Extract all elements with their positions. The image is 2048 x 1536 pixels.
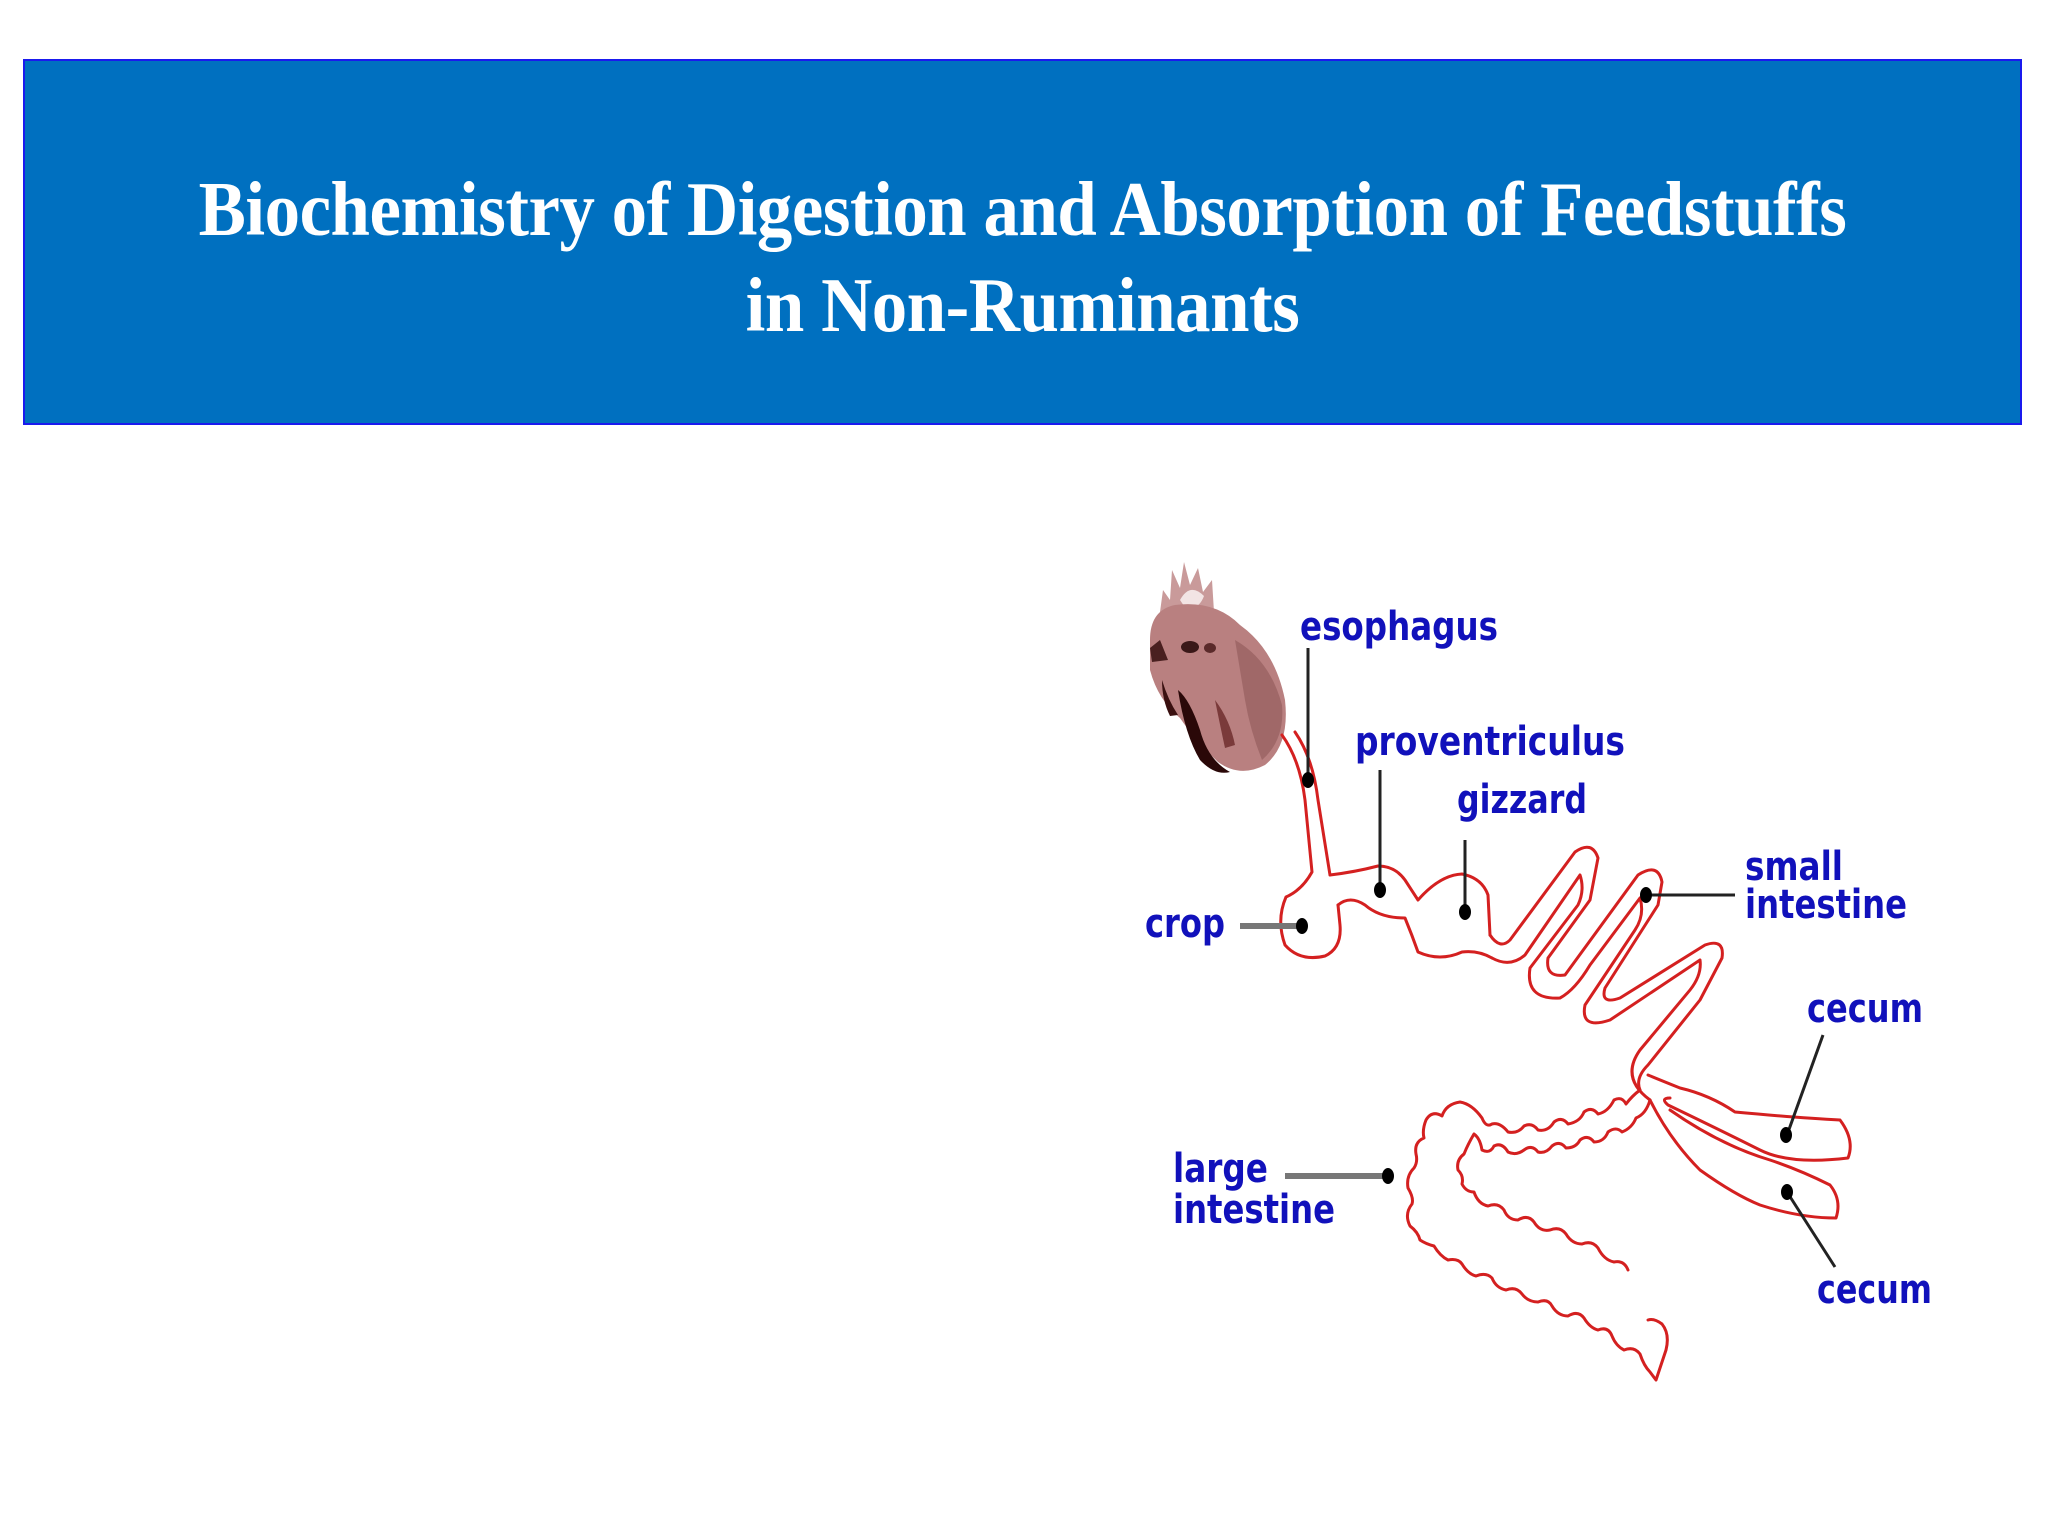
title-line-1: Biochemistry of Digestion and Absorption… [198, 166, 1847, 252]
digestive-tract-outline [1279, 730, 1852, 1382]
cecum-top-marker-icon [1780, 1127, 1792, 1143]
title-line-2: in Non-Ruminants [745, 262, 1300, 348]
label-proventriculus: proventriculus [1355, 719, 1625, 765]
cecum-bottom-marker-icon [1781, 1184, 1793, 1200]
title-banner: Biochemistry of Digestion and Absorption… [23, 59, 2022, 425]
label-small-intestine-line1: small [1745, 844, 1843, 890]
large-intestine-marker-icon [1382, 1168, 1394, 1184]
small-intestine-marker-icon [1640, 887, 1652, 903]
label-esophagus: esophagus [1300, 604, 1498, 650]
label-crop: crop [1145, 901, 1225, 947]
slide-title: Biochemistry of Digestion and Absorption… [25, 161, 2020, 353]
rooster-head-icon [1150, 562, 1286, 773]
label-cecum-bottom: cecum [1817, 1267, 1932, 1313]
label-small-intestine-line2: intestine [1745, 882, 1907, 928]
label-large-intestine-line2: intestine [1173, 1187, 1335, 1233]
esophagus-marker-icon [1302, 772, 1314, 788]
proventriculus-marker-icon [1374, 882, 1386, 898]
label-cecum-top: cecum [1807, 986, 1923, 1032]
label-large-intestine-line1: large [1173, 1146, 1268, 1192]
crop-marker-icon [1296, 918, 1308, 934]
organ-labels: esophagus proventriculus gizzard crop sm… [1145, 604, 1932, 1313]
label-gizzard: gizzard [1457, 777, 1587, 823]
gizzard-marker-icon [1459, 904, 1471, 920]
pointer-lines [1240, 648, 1837, 1268]
